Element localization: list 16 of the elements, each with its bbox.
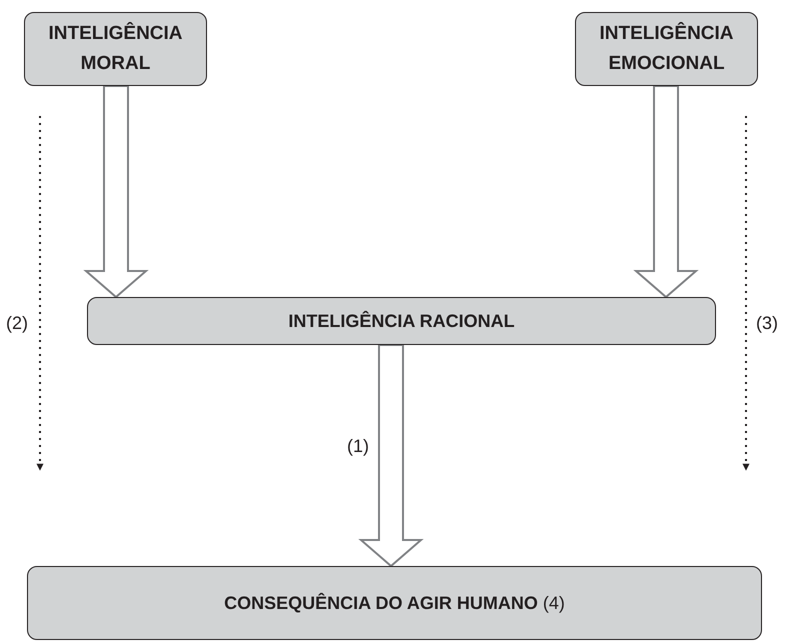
edge-label: (2) bbox=[6, 314, 28, 332]
box-label: CONSEQUÊNCIA DO AGIR HUMANO (4) bbox=[224, 592, 565, 615]
edge-label: (1) bbox=[347, 437, 369, 455]
block-arrow bbox=[633, 85, 699, 298]
box-label: INTELIGÊNCIA MORAL bbox=[47, 21, 184, 76]
rounded-box bbox=[575, 12, 758, 86]
rounded-box bbox=[24, 12, 207, 86]
rounded-box bbox=[27, 566, 762, 640]
box-label: INTELIGÊNCIA RACIONAL bbox=[288, 310, 515, 332]
block-arrow bbox=[358, 344, 424, 568]
rounded-box bbox=[87, 297, 716, 345]
box-label: INTELIGÊNCIA EMOCIONAL bbox=[598, 21, 735, 76]
dotted-arrow bbox=[742, 116, 750, 471]
edge-label: (3) bbox=[756, 314, 778, 332]
block-arrow bbox=[83, 85, 149, 298]
dotted-arrow bbox=[36, 116, 44, 471]
